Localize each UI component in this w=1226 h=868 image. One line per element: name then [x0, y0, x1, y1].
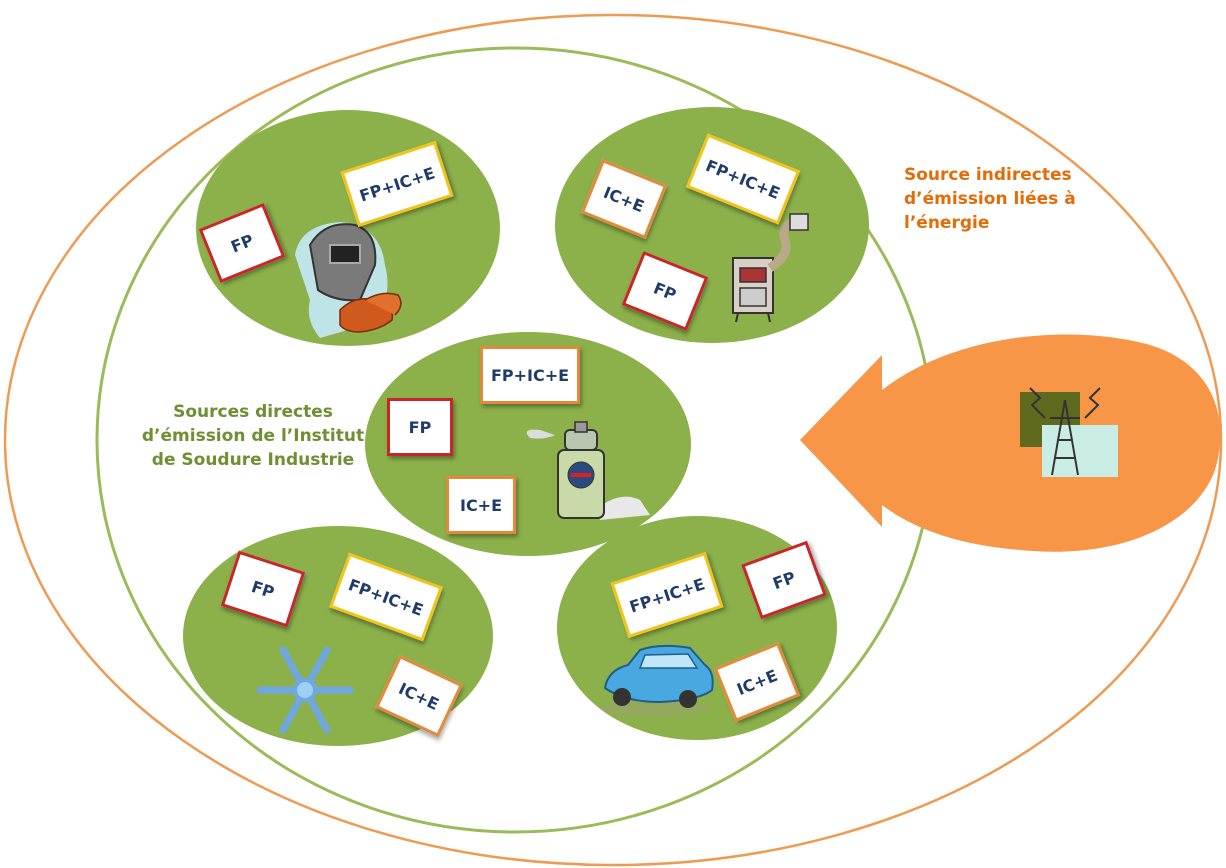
- card-fp: FP: [387, 398, 453, 456]
- heater-appliance-icon: [732, 213, 809, 323]
- indirect-sources-label: Source indirectes d’émission liées à l’é…: [904, 165, 1076, 233]
- outer-ring: [3, 13, 1223, 867]
- card-ic-e: IC+E: [446, 476, 516, 534]
- card-fp-ic-e: FP+IC+E: [480, 346, 580, 404]
- snowflake-icon: [256, 646, 354, 734]
- car-icon: [600, 644, 714, 716]
- spray-can-icon: [526, 421, 650, 520]
- welding-mask-gloves-icon: [295, 222, 402, 338]
- power-pylon-icon: [1020, 387, 1118, 477]
- energy-arrow: [800, 334, 1221, 552]
- direct-sources-label: Sources directes d’émission de l’Institu…: [141, 402, 365, 470]
